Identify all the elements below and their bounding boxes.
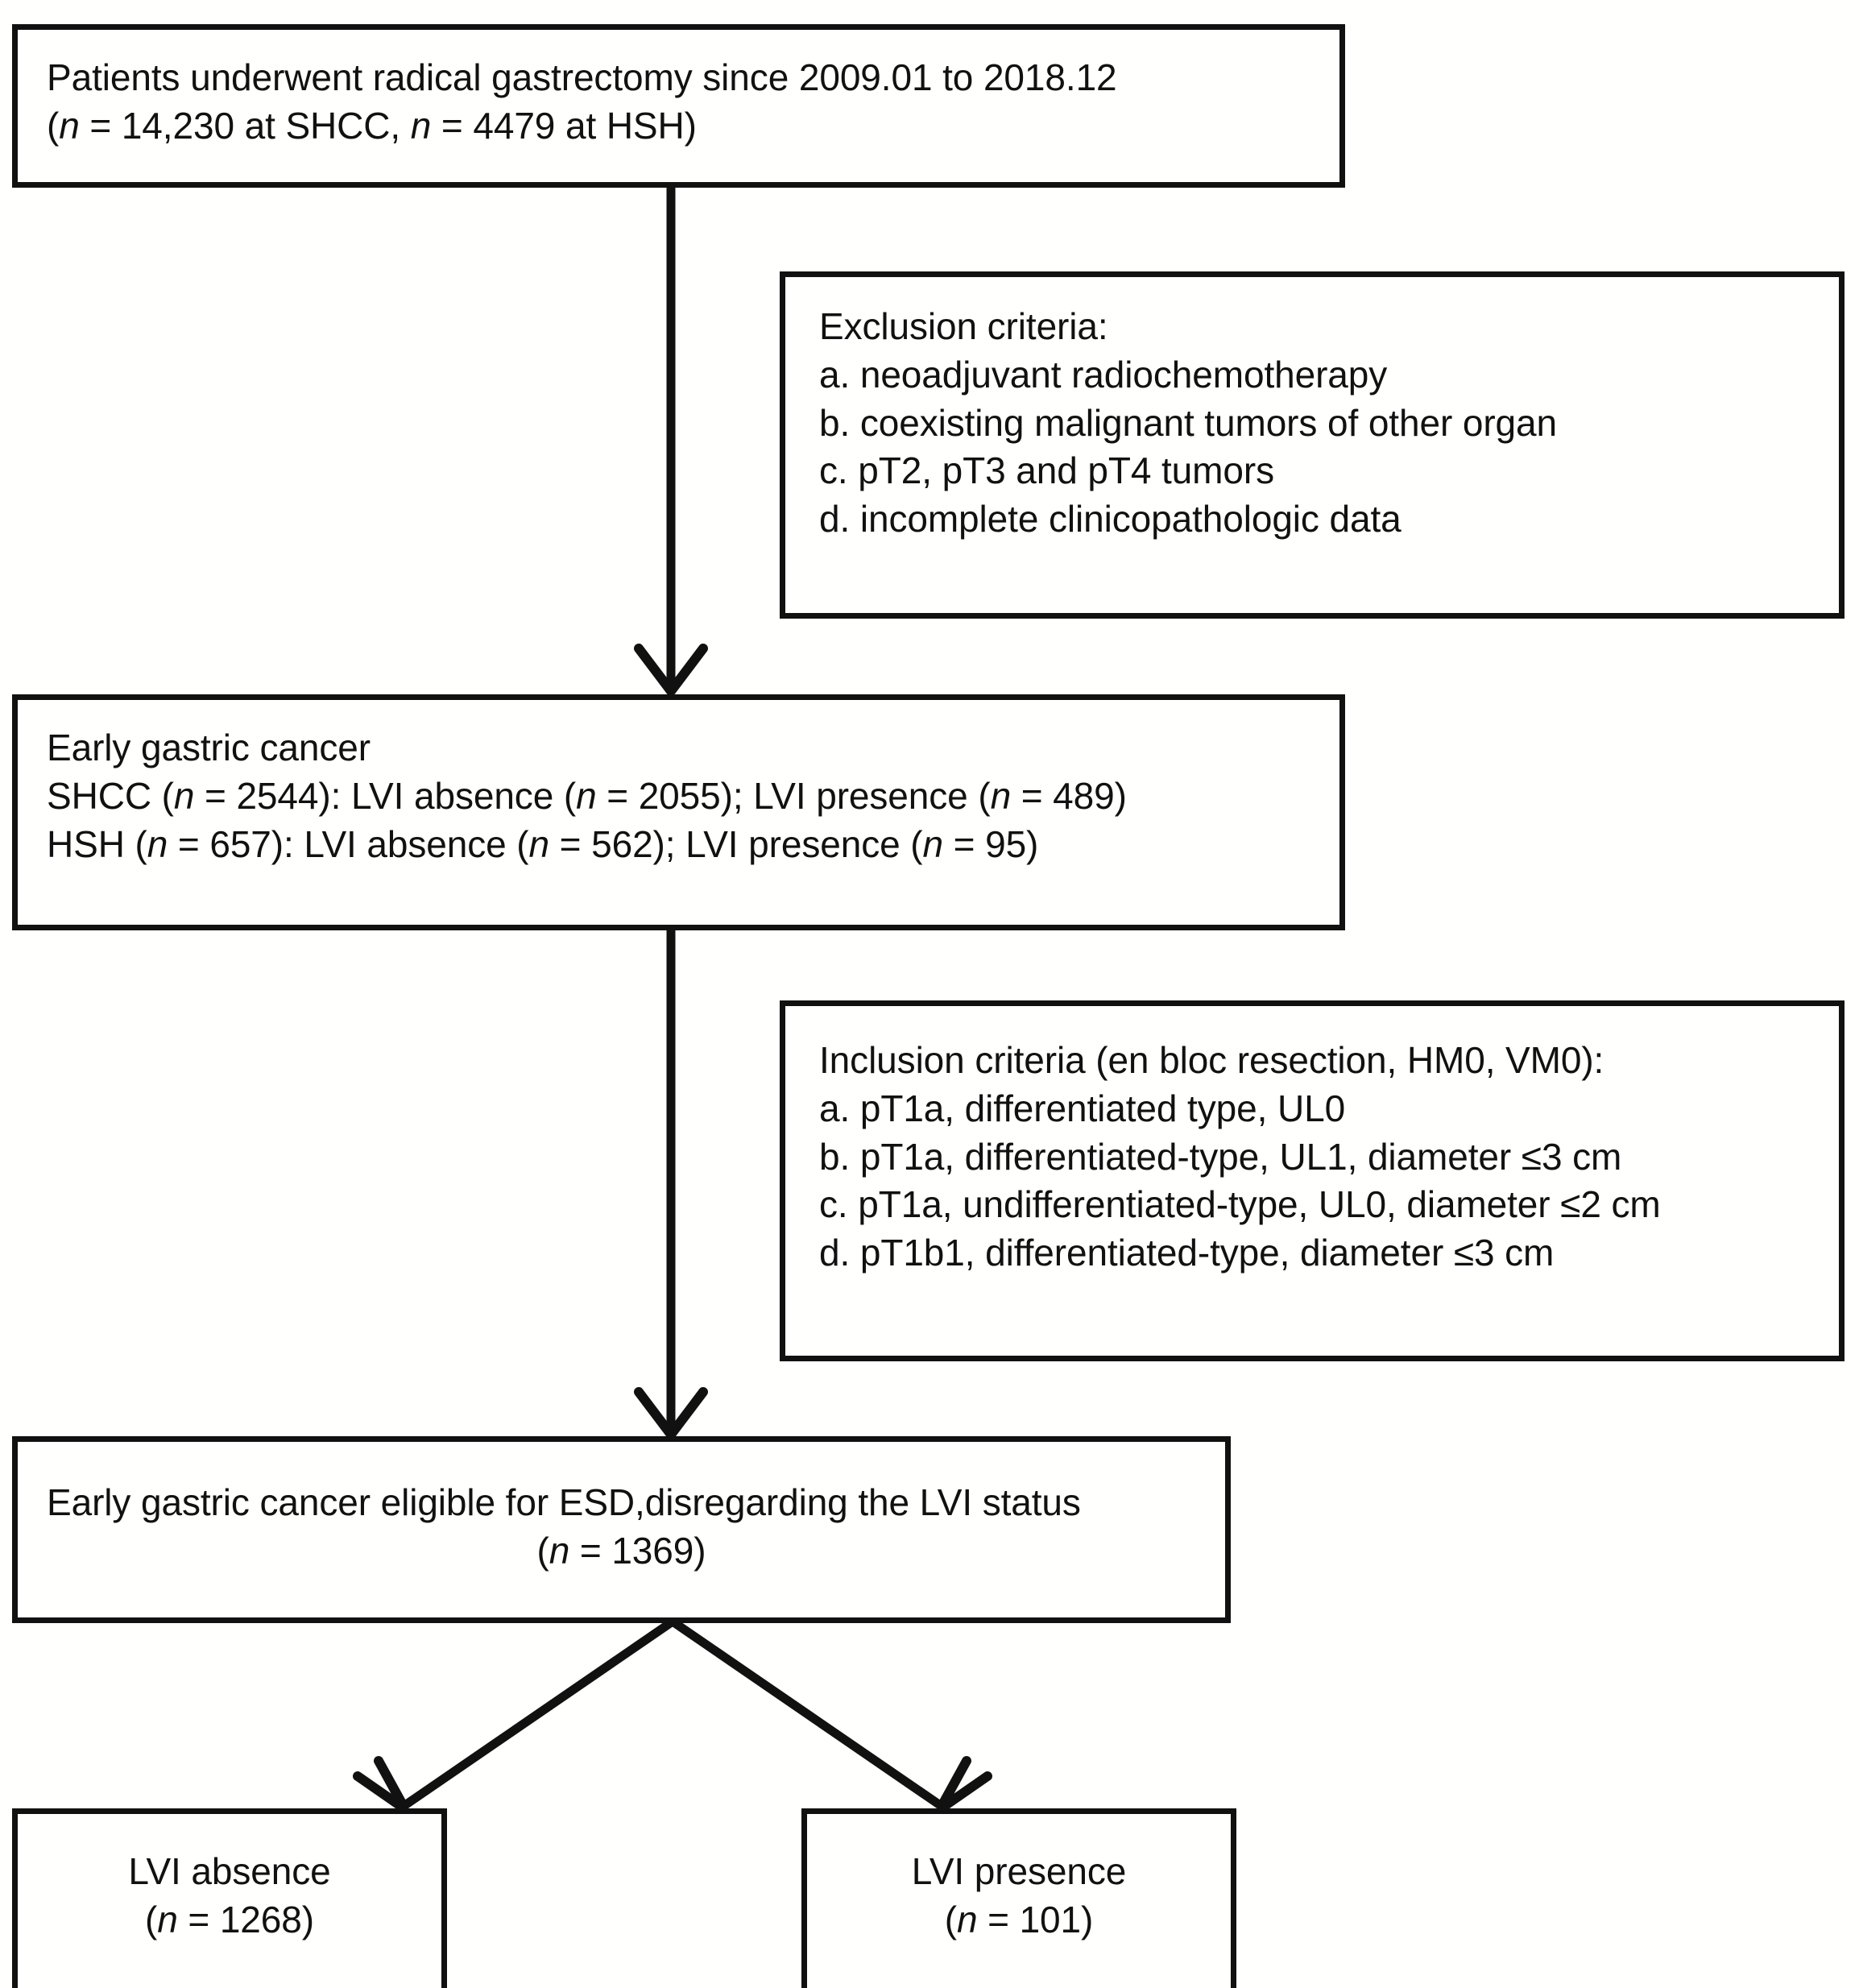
hsh-total: = 657): LVI absence ( [168,822,529,865]
edge-esd-to-lvi-presence [669,1617,992,1813]
source-cohort-line-1: Patients underwent radical gastrectomy s… [47,56,1117,98]
early-gastric-cancer-heading: Early gastric cancer [47,727,371,768]
lvi-presence-count-value: = 101) [977,1898,1094,1940]
shcc-absence: = 2055); LVI presence ( [596,774,991,817]
inclusion-criteria-item-b: b. pT1a, differentiated-type, UL1, diame… [819,1135,1622,1178]
esd-eligible-line-1: Early gastric cancer eligible for ESD,di… [47,1481,1081,1523]
lvi-presence-label: LVI presence [911,1850,1127,1892]
esd-eligible-count: (n = 1369) [536,1529,706,1572]
n-symbol: n [576,774,597,817]
inclusion-criteria-box: Inclusion criteria (en bloc resection, H… [780,1000,1845,1361]
n-symbol: n [173,774,195,817]
n-symbol: n [410,104,432,147]
esd-eligible-count-value: = 1369) [569,1529,706,1572]
early-gastric-cancer-shcc-row: SHCC (n = 2544): LVI absence (n = 2055);… [18,772,1339,821]
exclusion-criteria-item-a: a. neoadjuvant radiochemotherapy [819,353,1388,396]
lvi-absence-label: LVI absence [128,1850,331,1892]
exclusion-criteria-box: Exclusion criteria: a. neoadjuvant radio… [780,271,1845,619]
lvi-absence-count-value: = 1268) [177,1898,314,1940]
n-symbol: n [147,822,168,865]
lvi-absence-count: (n = 1268) [145,1898,314,1940]
exclusion-criteria-item-c: c. pT2, pT3 and pT4 tumors [819,449,1274,492]
shcc-total: = 2544): LVI absence ( [194,774,577,817]
early-gastric-cancer-box: Early gastric cancer SHCC (n = 2544): LV… [12,694,1345,930]
shcc-presence: = 489) [1011,774,1127,817]
n-symbol: n [549,1529,570,1572]
hsh-prefix: HSH ( [47,822,147,865]
hsh-presence: = 95) [942,822,1039,865]
exclusion-criteria-item-b: b. coexisting malignant tumors of other … [819,401,1557,444]
esd-eligible-box: Early gastric cancer eligible for ESD,di… [12,1436,1231,1623]
edge-esd-to-lvi-absence [353,1617,676,1813]
exclusion-criteria-heading: Exclusion criteria: [819,305,1108,347]
lvi-absence-box: LVI absence (n = 1268) [12,1808,447,1988]
exclusion-criteria-item-d: d. incomplete clinicopathologic data [819,498,1401,540]
n-symbol: n [956,1898,978,1940]
edge-source-to-egc [634,188,708,699]
n-symbol: n [59,104,80,147]
lvi-presence-count: (n = 101) [944,1898,1094,1940]
source-cohort-box: Patients underwent radical gastrectomy s… [12,24,1345,188]
hsh-absence: = 562); LVI presence ( [549,822,923,865]
inclusion-criteria-item-c: c. pT1a, undifferentiated-type, UL0, dia… [819,1183,1661,1226]
source-cohort-n1-value: = 14,230 at SHCC, [79,104,411,147]
edge-egc-to-esd [634,930,708,1443]
n-symbol: n [990,774,1012,817]
source-cohort-n2-value: = 4479 at HSH) [431,104,697,147]
n-symbol: n [157,1898,178,1940]
inclusion-criteria-heading: Inclusion criteria (en bloc resection, H… [819,1039,1604,1081]
source-cohort-line-2: (n = 14,230 at SHCC, n = 4479 at HSH) [47,104,697,147]
inclusion-criteria-item-a: a. pT1a, differentiated type, UL0 [819,1087,1346,1129]
inclusion-criteria-item-d: d. pT1b1, differentiated-type, diameter … [819,1232,1555,1274]
early-gastric-cancer-hsh-row: HSH (n = 657): LVI absence (n = 562); LV… [18,821,1339,869]
n-symbol: n [528,822,550,865]
n-symbol: n [922,822,943,865]
lvi-presence-box: LVI presence (n = 101) [801,1808,1236,1988]
shcc-prefix: SHCC ( [47,774,174,817]
